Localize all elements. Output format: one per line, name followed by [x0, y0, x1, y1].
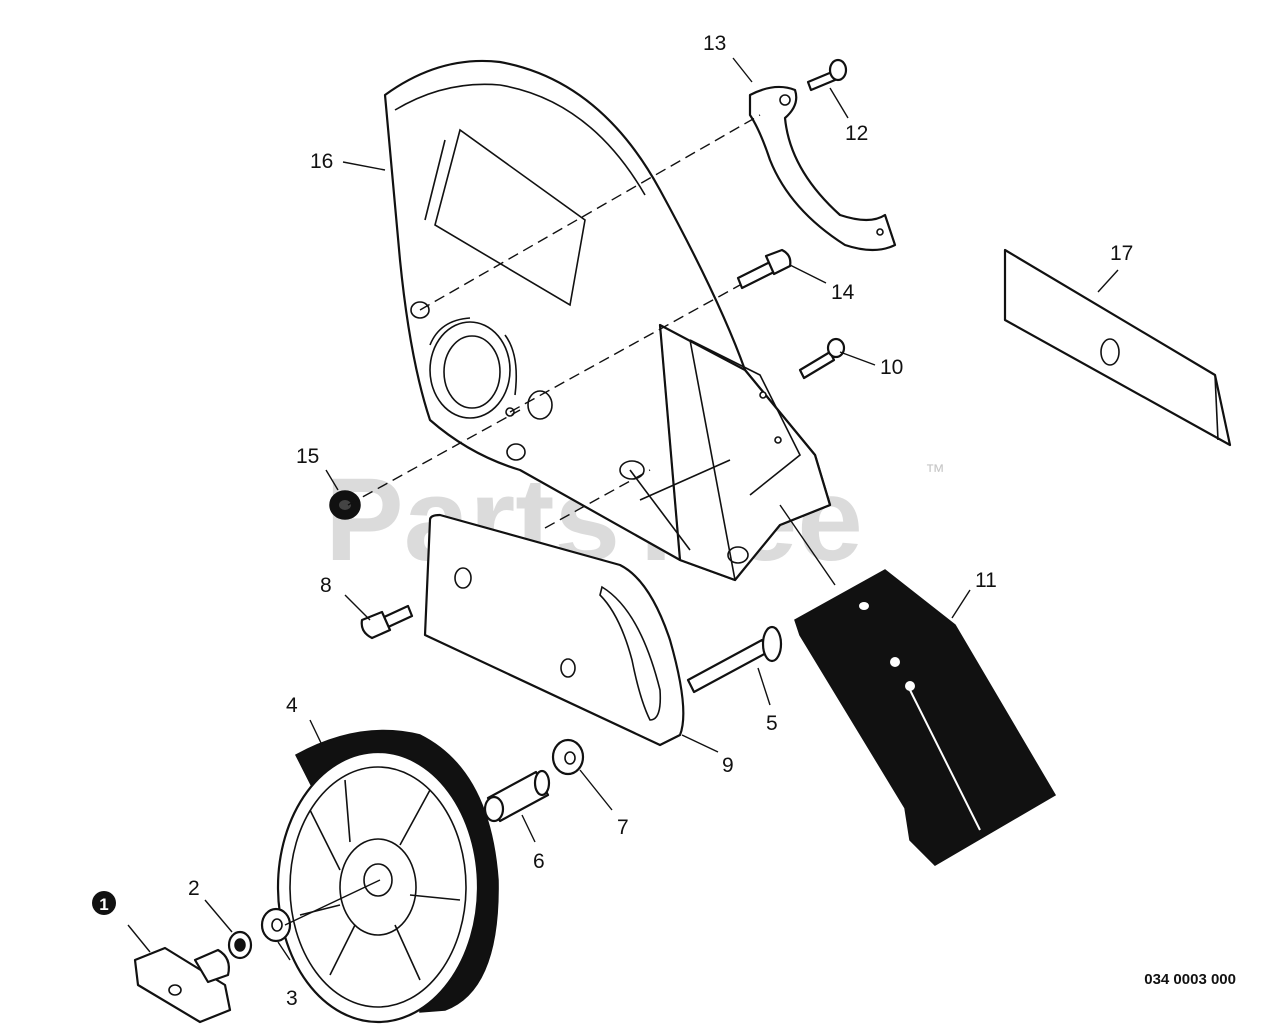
assembly-lines: [284, 114, 836, 926]
part-9-plate[interactable]: [423, 513, 685, 747]
callout-13: 13: [703, 32, 726, 55]
part-13-curved-bracket[interactable]: [748, 85, 897, 252]
part-6-spacer[interactable]: [483, 769, 551, 823]
callout-9: 9: [722, 754, 734, 777]
part-15-nut[interactable]: [329, 490, 361, 520]
callouts: 1 2 3 4 5 6 7 8 9 10 11 12 13 14 15 16 1…: [92, 32, 1133, 1010]
callout-8: 8: [320, 574, 332, 597]
leader-lines: [127, 57, 1119, 961]
part-4-wheel[interactable]: [276, 729, 499, 1024]
part-1-knob[interactable]: [133, 946, 232, 1024]
callout-10: 10: [880, 356, 903, 379]
callout-3: 3: [286, 987, 298, 1010]
part-17-blade[interactable]: [1003, 248, 1232, 447]
part-10-screw[interactable]: [798, 337, 846, 380]
callout-1: 1: [99, 895, 108, 914]
callout-2: 2: [188, 877, 200, 900]
callout-1-badge: [92, 891, 116, 915]
part-3-washer[interactable]: [260, 907, 292, 943]
part-7-washer[interactable]: [551, 738, 585, 776]
drawing-number: 034 0003 000: [1144, 971, 1236, 988]
callout-11: 11: [975, 569, 997, 592]
part-2-nut[interactable]: [227, 930, 253, 960]
callout-14: 14: [831, 281, 855, 304]
part-8-bolt[interactable]: [360, 604, 414, 640]
callout-4: 4: [286, 694, 298, 717]
callout-7: 7: [617, 816, 629, 839]
part-14-bolt[interactable]: [736, 248, 792, 290]
part-12-screw[interactable]: [806, 58, 848, 92]
callout-16: 16: [310, 150, 333, 173]
callout-17: 17: [1110, 242, 1133, 265]
part-11-shield[interactable]: [794, 569, 1057, 866]
callout-15: 15: [296, 445, 319, 468]
callout-5: 5: [766, 712, 778, 735]
callout-6: 6: [533, 850, 545, 873]
callout-12: 12: [845, 122, 868, 145]
part-5-bolt[interactable]: [686, 625, 783, 694]
watermark-trademark: ™: [925, 461, 945, 483]
